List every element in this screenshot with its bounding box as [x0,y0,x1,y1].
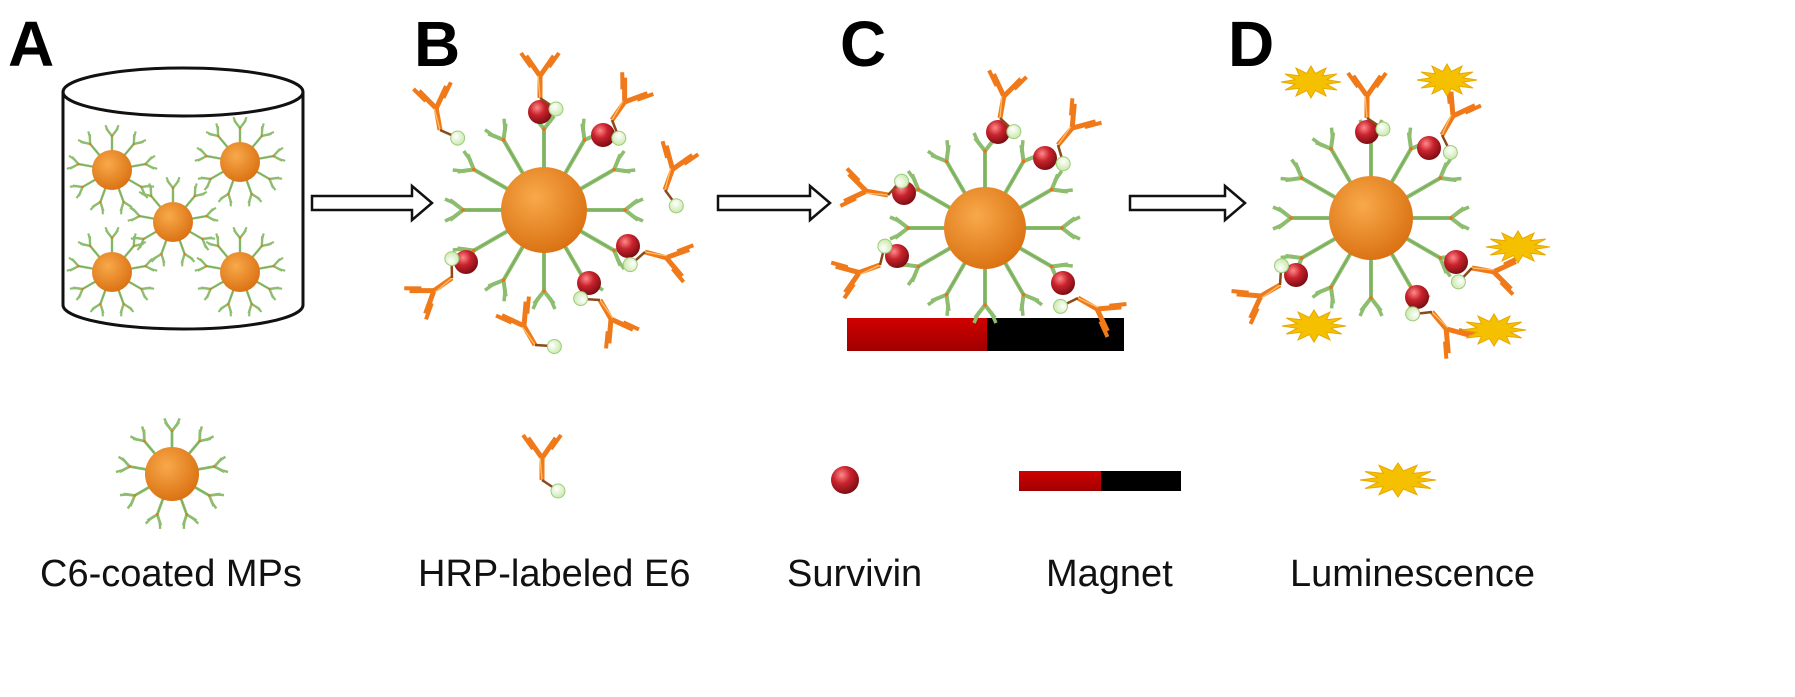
panel-d-luminescence [1281,309,1347,343]
legend-label-luminescence: Luminescence [1290,553,1536,595]
panel-d-survivin [1417,136,1441,160]
panel-b-free-hrp-ab [412,81,466,146]
magnet-red-pole [847,318,987,351]
panel-c-survivin [986,120,1010,144]
panel-b-survivin [616,234,640,258]
panel-d-survivin [1444,250,1468,274]
panel-b-bound-hrp-ab [573,290,640,349]
legend-luminescence [1359,462,1437,498]
panel-a-coated-mp [66,226,158,317]
panel-label-c: C [840,8,887,80]
panel-label-d: D [1228,8,1275,80]
survivin-icon [831,466,859,494]
legend-label-hrp-e6: HRP-labeled E6 [418,553,691,595]
panel-a-coated-mp [194,116,286,207]
panel-b-bound-hrp-ab [404,251,460,321]
legend-survivin [831,466,859,494]
panel-b-free-hrp-ab [660,140,700,214]
panel-c-hrp-ab [830,238,893,300]
panel-b-bound-hrp-ab [609,72,655,146]
panel-d-luminescence [1461,313,1527,347]
panel-b-survivin [454,250,478,274]
hrp-antibody-icon [521,433,566,499]
legend-label-survivin: Survivin [787,553,923,595]
panel-d-survivin [1405,285,1429,309]
panel-a-container [61,66,305,331]
panel-c-survivin [1051,271,1075,295]
panel-c-survivin [1033,146,1057,170]
panel-d-hrp-ab [1231,258,1290,325]
magnet-icon [1019,471,1181,491]
arrow-c-to-d [1128,183,1247,223]
panel-c-hrp-ab [987,69,1028,140]
panel-d-survivin [1284,263,1308,287]
panel-b-bound-hrp-ab [519,51,564,117]
panel-a-coated-mp [127,176,219,267]
panel-d-complex [1231,62,1551,359]
panel-b-complex [404,51,700,355]
panel-b-survivin [577,271,601,295]
panel-d-luminescence [1280,64,1342,100]
panel-a-coated-mp [66,124,158,215]
panel-c-complex [830,69,1127,351]
panel-a-coated-mp [194,226,286,317]
panel-d-hrp-ab [1405,306,1476,359]
panel-d-luminescence [1485,230,1551,264]
panel-c-hrp-ab [839,167,910,208]
legend-hrp-ab [521,433,566,499]
panel-d-luminescence [1416,62,1478,98]
panel-label-b: B [414,8,461,80]
panel-b-bound-hrp-ab [622,243,695,284]
legend-label-coated-mps: C6-coated MPs [40,553,302,595]
legend-coated-mp [115,417,229,529]
panel-label-a: A [8,8,55,80]
legend-label-magnet: Magnet [1046,553,1173,595]
arrow-a-to-b [310,183,434,223]
panel-c-hrp-ab [1055,98,1102,172]
coated-mp-icon [115,417,229,529]
arrow-b-to-c [716,183,832,223]
panel-d-survivin [1355,120,1379,144]
panel-c-hrp-ab [1052,295,1127,338]
panel-d-hrp-ab [1346,71,1391,137]
panel-b-survivin [591,123,615,147]
luminescence-icon [1359,462,1437,498]
panel-b-survivin [528,100,552,124]
panel-b-free-hrp-ab [495,296,562,355]
panel-d-hrp-ab [1439,86,1482,161]
